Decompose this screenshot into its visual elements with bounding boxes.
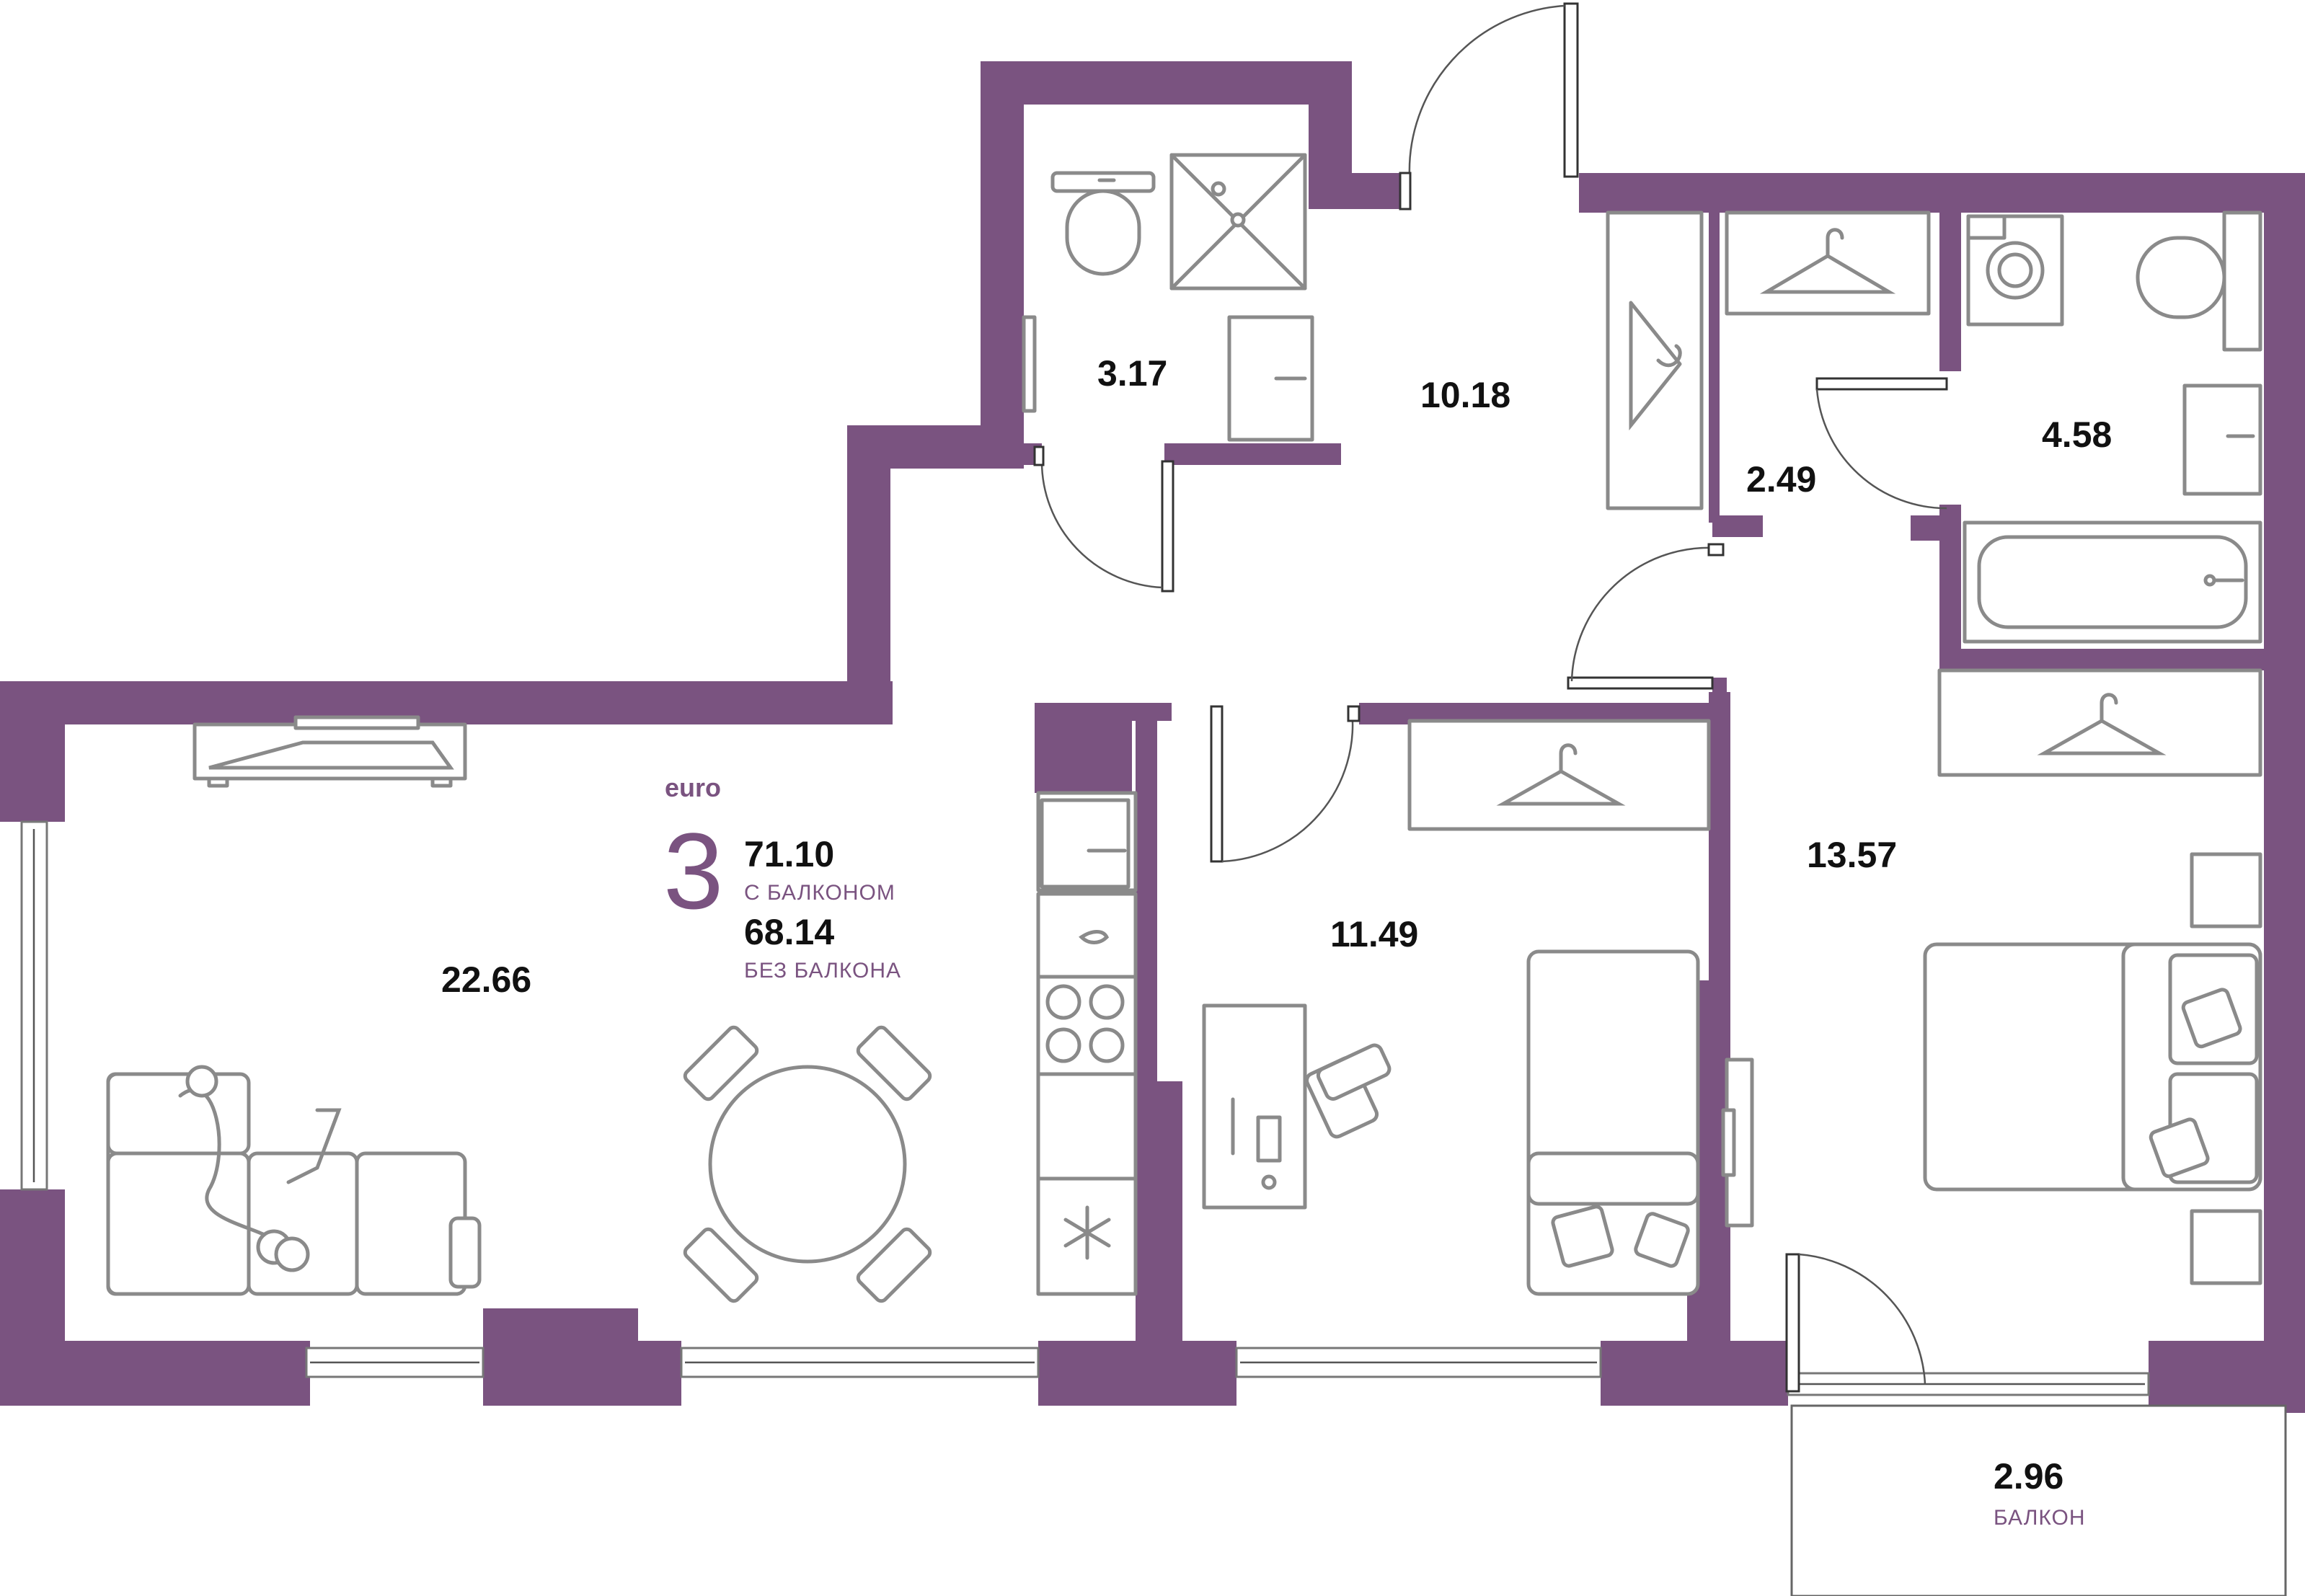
shower-icon (1169, 153, 1307, 291)
area-labels: 22.66 3.17 10.18 2.49 4.58 11.49 13.57 2… (441, 353, 2112, 1530)
kitchen (1036, 791, 1138, 1296)
hallway-wardrobe (1606, 210, 1704, 510)
bedroom-furniture (1202, 719, 1711, 1296)
bathroom-large (1963, 210, 2262, 644)
bed-icon (1923, 942, 2262, 1192)
sink-icon (2182, 384, 2262, 496)
master-bedroom-area: 13.57 (1807, 835, 1897, 875)
hanger-icon (1759, 228, 1896, 294)
windows (20, 820, 2150, 1396)
toilet-icon (2136, 210, 2262, 352)
with-balcony-label: С БАЛКОНОМ (744, 881, 895, 905)
sofa-icon (106, 1065, 482, 1296)
apartment-class: euro (665, 773, 721, 802)
walls (0, 61, 2305, 1413)
bathtub-icon (1963, 520, 2262, 644)
dining-table-icon (683, 1025, 932, 1303)
bedroom-area: 11.49 (1330, 914, 1418, 954)
without-balcony-label: БЕЗ БАЛКОНА (744, 959, 901, 983)
tv-icon (193, 715, 467, 788)
closet-wardrobe (1725, 210, 1931, 316)
washing-machine-icon (1966, 214, 2064, 327)
room-count: 3 (663, 810, 723, 931)
hanger-icon (2037, 693, 2167, 755)
sink-icon (1227, 315, 1314, 442)
apartment-summary: euro 3 71.10 С БАЛКОНОМ 68.14 БЕЗ БАЛКОН… (663, 773, 901, 983)
tv-icon (1721, 1058, 1754, 1228)
area-with-balcony: 71.10 (744, 834, 834, 874)
area-without-balcony: 68.14 (744, 912, 834, 952)
living-area: 22.66 (441, 959, 531, 1000)
stove-icon (1036, 975, 1138, 1076)
balcony (1790, 1404, 2287, 1596)
bed-icon (1526, 949, 1700, 1296)
hanger-icon (1629, 301, 1682, 431)
toilet-icon (1050, 171, 1156, 276)
master-bedroom-furniture (1721, 668, 2262, 1285)
closet-area: 2.49 (1746, 459, 1816, 500)
bathroom-small-area: 3.17 (1097, 353, 1167, 394)
bathroom-large-area: 4.58 (2042, 414, 2112, 455)
doors (1033, 2, 1948, 1393)
hallway-area: 10.18 (1420, 375, 1510, 415)
balcony-area: 2.96 (1994, 1456, 2063, 1497)
hanger-icon (1496, 743, 1626, 806)
bathroom-small (1022, 153, 1314, 442)
snowflake-icon (1036, 1176, 1138, 1296)
balcony-label: БАЛКОН (1994, 1506, 2086, 1530)
desk-icon (1202, 1003, 1392, 1210)
